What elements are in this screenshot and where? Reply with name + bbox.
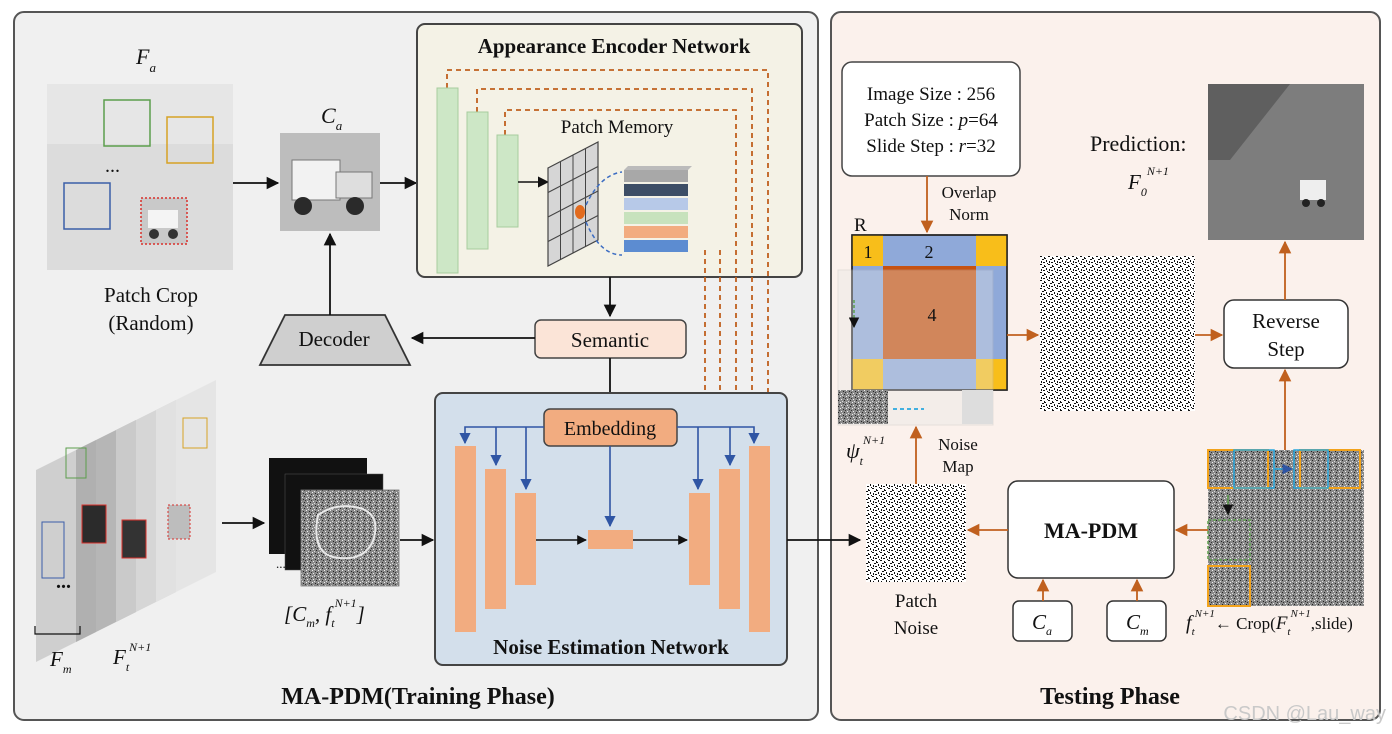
appearance-encoder-title: Appearance Encoder Network [478,34,751,58]
testing-phase-title: Testing Phase [1040,684,1180,710]
training-phase-title: MA-PDM(Training Phase) [281,684,555,710]
prediction-symbol: F0N+1 [1127,164,1169,199]
embedding-label: Embedding [564,418,656,440]
memory-zoom-lines [585,171,623,256]
norm-label: Norm [949,205,989,224]
config-box [841,61,1021,177]
overlap-label: Overlap [942,183,997,202]
crop-formula: ftN+1← Crop(FtN+1,slide) [1186,608,1353,638]
pair-ellipsis: ... [276,556,286,571]
prediction-label: Prediction: [1090,131,1187,156]
skip-connection-1 [446,69,775,444]
noise-map-label-2: Map [942,457,973,476]
patch-crop-random-label: (Random) [108,311,193,335]
noise-net-up-2 [719,469,740,609]
patch-noise-label: Patch [895,591,938,612]
fa-label: Fa [135,44,156,75]
r-label: R [854,215,867,236]
embedding-arrows [459,426,760,528]
fa-ellipsis: ... [105,155,120,177]
config-slide-step: Slide Step : r=32 [866,136,996,157]
region-2-label: 2 [925,242,934,262]
frame-fa-image [47,84,233,270]
cropped-noise-input [1207,449,1364,607]
condition-pair-stack [269,458,400,587]
decoder-label: Decoder [298,327,369,351]
noise-net-down-1 [455,446,476,632]
semantic-label: Semantic [571,328,649,352]
ft-label: FtN+1 [112,640,151,674]
region-4-label: 4 [928,305,937,325]
overlap-region-grid [837,234,1008,426]
encoder-layer-2 [466,111,489,250]
cond-cm-label: Cm [1126,610,1149,638]
fm-ellipsis: ... [56,571,71,593]
skip-connection-2 [476,88,759,444]
skip-connection-3 [504,109,737,462]
region-1-label: 1 [864,242,873,262]
config-image-size: Image Size : 256 [867,84,995,105]
reverse-label: Reverse [1252,309,1320,333]
patch-memory-label: Patch Memory [561,117,674,138]
step-label: Step [1267,337,1304,361]
full-noise-image [1040,256,1195,411]
noise-map-label: Noise [938,435,978,454]
encoder-layer-3 [496,134,519,228]
noise-net-down-3 [515,493,536,585]
patch-memory-grid [547,141,599,267]
watermark: CSDN @Lau_way [1223,703,1386,725]
ca-label: Ca [321,103,343,133]
patch-noise-label-2: Noise [894,618,938,639]
noise-net-up-1 [749,446,770,632]
ca-vehicle-image [280,133,380,231]
noise-estimation-box [434,392,788,666]
memory-slot-stack [624,166,692,252]
noise-net-down-2 [485,469,506,609]
prediction-image [1208,84,1364,240]
reverse-step-box [1223,299,1349,369]
fm-label: Fm [49,647,72,676]
ma-pdm-label: MA-PDM [1044,518,1138,543]
patch-crop-label: Patch Crop [104,283,198,307]
noise-net-bottleneck [588,530,633,549]
cond-ca-label: Ca [1032,610,1052,638]
noise-net-up-3 [689,493,710,585]
frame-stack-fm [36,380,216,662]
config-patch-size: Patch Size : p=64 [864,110,998,131]
fm-brace [34,626,81,635]
patch-noise-image [866,484,966,582]
decoder-box [258,314,412,366]
encoder-layer-1 [436,87,459,274]
noise-estimation-title: Noise Estimation Network [493,635,729,659]
psi-label: ψtN+1 [846,433,885,468]
